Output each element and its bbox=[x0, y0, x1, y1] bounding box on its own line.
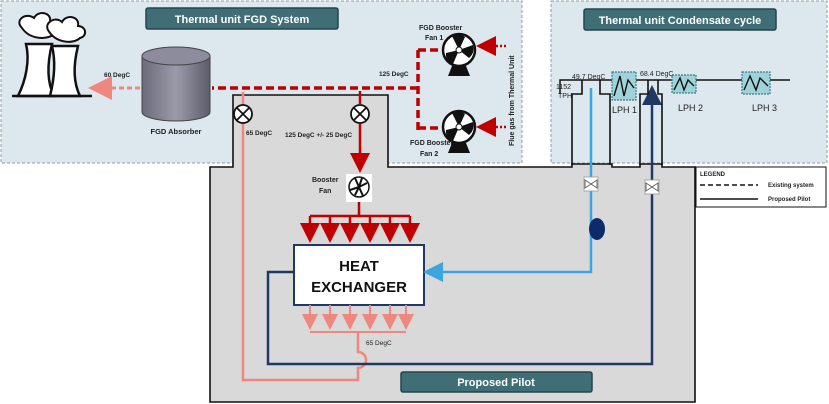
pilot-booster-label-2: Fan bbox=[319, 188, 331, 195]
condensate-flow-label-2: TPH bbox=[558, 93, 572, 100]
valve2-temp-label: 125 DegC +/- 25 DegC bbox=[285, 132, 352, 139]
condensate-valve-2-icon bbox=[644, 179, 660, 195]
fgd-absorber-label: FGD Absorber bbox=[151, 127, 202, 136]
pilot-booster-fan-icon bbox=[346, 174, 372, 202]
condensate-flow-label-1: 1152 bbox=[556, 84, 571, 91]
lph-3-icon bbox=[741, 71, 771, 95]
outlet-temp-label: 65 DegC bbox=[366, 340, 392, 347]
cooling-tower-icon bbox=[12, 12, 92, 98]
legend-title: LEGEND bbox=[700, 172, 726, 178]
stack-temp-label: 60 DegC bbox=[104, 72, 130, 79]
valve1-temp-label: 65 DegC bbox=[246, 130, 272, 137]
fgd-booster-fan-2-label-2: Fan 2 bbox=[420, 151, 438, 158]
condensate-panel-title: Thermal unit Condensate cycle bbox=[599, 15, 762, 27]
lph-1-icon bbox=[611, 71, 637, 101]
fgd-booster-fan-1-label-2: Fan 1 bbox=[425, 35, 443, 42]
hot-gas-manifold bbox=[310, 202, 410, 218]
lph-1-label: LPH 1 bbox=[612, 105, 637, 115]
fgd-booster-fan-1-icon bbox=[441, 32, 477, 76]
heat-exchanger-label-1: HEAT bbox=[339, 258, 379, 275]
condensate-main-header bbox=[559, 79, 790, 94]
lph-2-label: LPH 2 bbox=[678, 103, 703, 113]
pilot-title: Proposed Pilot bbox=[457, 377, 535, 389]
main-duct-temp-label: 125 DegC bbox=[379, 71, 409, 78]
flue-gas-duct-existing bbox=[212, 48, 438, 130]
condensate-warm-line bbox=[266, 85, 662, 366]
fgd-booster-fan-2-icon bbox=[441, 109, 477, 153]
pilot-booster-label-1: Booster bbox=[312, 177, 339, 184]
legend: LEGEND Existing system Proposed Pilot bbox=[695, 166, 827, 208]
condensate-valve-1-icon bbox=[583, 176, 599, 192]
cooled-gas-branches bbox=[302, 305, 414, 333]
condensate-pump-icon bbox=[589, 218, 605, 240]
fgd-absorber-icon bbox=[141, 46, 211, 122]
fgd-panel-title: Thermal unit FGD System bbox=[175, 14, 310, 26]
condensate-panel-title-box bbox=[583, 8, 777, 31]
heat-exchanger-label-2: EXCHANGER bbox=[311, 279, 407, 296]
flue-gas-label: Flue gas from Thermal Unit bbox=[509, 55, 516, 146]
condensate-connection-pipes bbox=[571, 80, 663, 165]
heat-exchanger-box bbox=[293, 244, 425, 306]
lph-2-icon bbox=[671, 74, 697, 94]
condensate-cold-line bbox=[423, 88, 593, 282]
lph-3-label: LPH 3 bbox=[752, 103, 777, 113]
legend-existing-label: Existing system bbox=[768, 183, 814, 189]
fgd-booster-fan-2-label-1: FGD Booster bbox=[410, 140, 453, 147]
condensate-temp-1-label: 49.7 DegC bbox=[572, 74, 605, 81]
fgd-panel-title-box bbox=[145, 7, 339, 30]
hot-gas-branches bbox=[300, 216, 420, 243]
cooled-gas-return-line bbox=[241, 122, 368, 382]
valve-1-icon bbox=[233, 104, 253, 124]
fgd-booster-fan-1-label-1: FGD Booster bbox=[419, 25, 462, 32]
pilot-title-box bbox=[400, 371, 593, 393]
legend-box bbox=[695, 166, 827, 208]
legend-proposed-label: Proposed Pilot bbox=[768, 197, 810, 203]
valve-2-icon bbox=[350, 104, 370, 124]
condensate-temp-2-label: 68.4 DegC bbox=[640, 71, 673, 78]
